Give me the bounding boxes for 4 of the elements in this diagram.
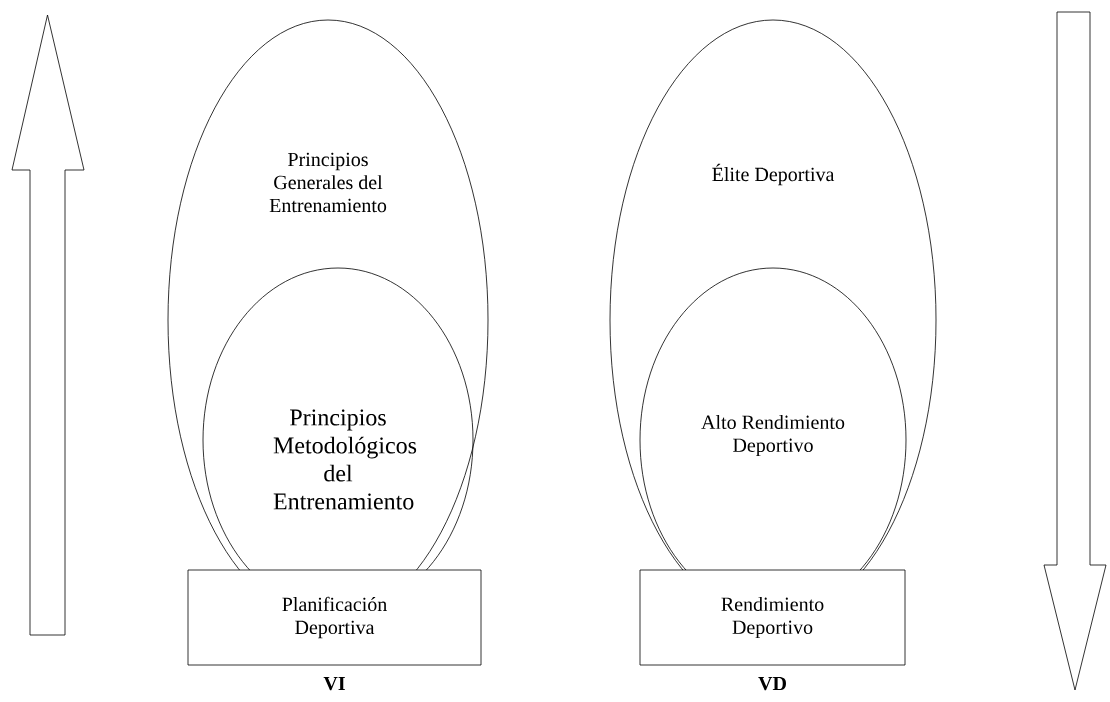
box: Rendimiento Deportivo: [639, 569, 906, 666]
node-label: VI: [323, 676, 345, 691]
box: Planificación Deportiva: [187, 569, 482, 666]
node-label: VD: [758, 676, 786, 691]
